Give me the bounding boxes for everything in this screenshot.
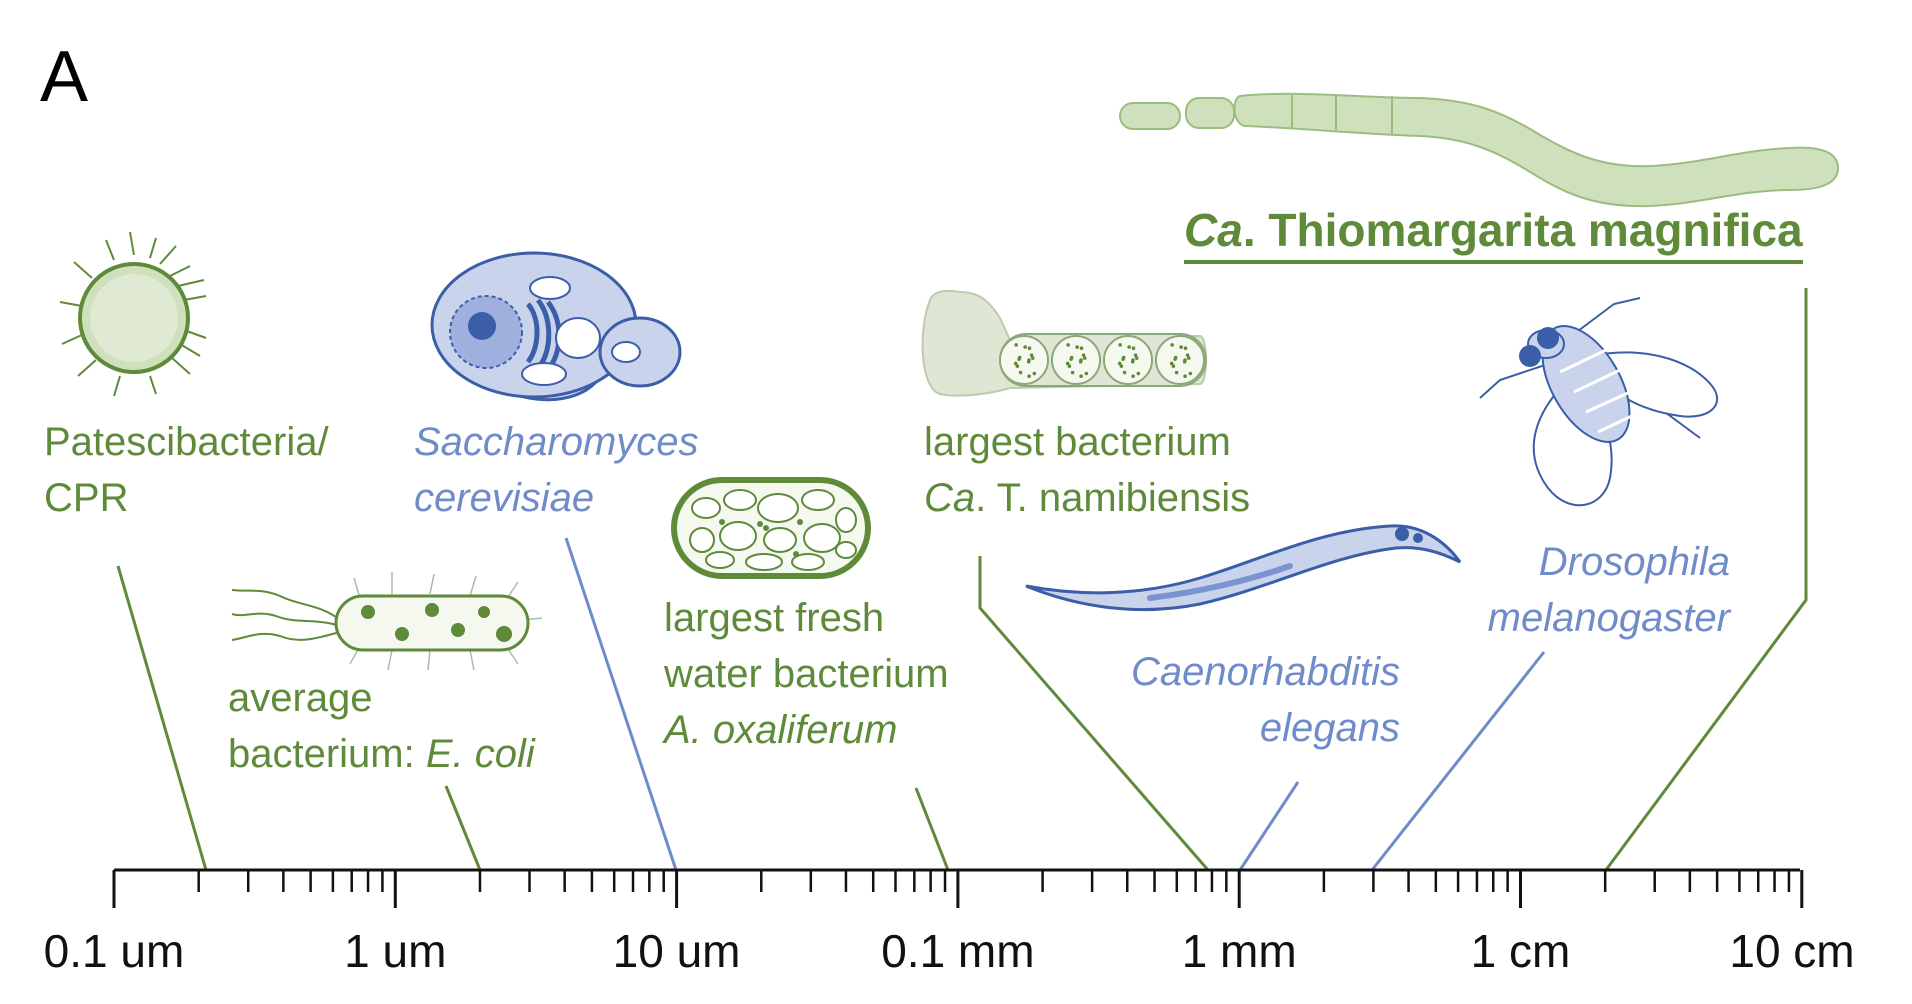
drosophila-pointer-line (1370, 651, 1546, 871)
sulfur-granule (1127, 345, 1131, 349)
sulfur-granule (1070, 370, 1075, 375)
sulfur-granule (1185, 353, 1190, 357)
sulfur-granule (1082, 356, 1087, 360)
sulfur-granule (1079, 346, 1084, 351)
sulfur-granule (1078, 359, 1083, 364)
scale-tick-label: 10 cm (1729, 925, 1855, 977)
magnifica-pointer-line (1604, 288, 1808, 871)
sulfur-granule (1170, 343, 1174, 347)
sulfur-granule (1029, 353, 1034, 357)
sulfur-granule (1117, 361, 1122, 366)
saccharomyces-illustration (430, 251, 682, 402)
sulfur-granule (1015, 364, 1020, 368)
size-scale-axis (112, 868, 1804, 908)
sulfur-granule (1179, 345, 1183, 349)
sulfur-granule (1017, 355, 1022, 360)
elegans-label: Caenorhabditis elegans (1130, 650, 1400, 750)
sulfur-granule (1122, 370, 1127, 375)
sulfur-granule (1131, 374, 1135, 379)
panel-label: A (40, 37, 89, 117)
scale-tick-label: 1 um (344, 925, 447, 977)
sulfur-granule (1018, 370, 1023, 375)
namibiensis-illustration (921, 290, 1207, 397)
sulfur-granule (1183, 374, 1187, 379)
sulfur-granule (1169, 361, 1174, 366)
sulfur-granule (1069, 355, 1074, 360)
sulfur-granule (1026, 359, 1031, 364)
sulfur-granule (1173, 355, 1178, 360)
scale-tick-label: 10 um (612, 925, 741, 977)
sulfur-granule (1186, 356, 1191, 360)
sulfur-granule (1121, 355, 1126, 360)
elegans-pointer-line (1238, 781, 1300, 871)
elegans-illustration (1025, 524, 1462, 612)
patescibacteria-label: Patescibacteria/ CPR (44, 420, 329, 520)
sulfur-granule (1174, 370, 1179, 375)
thiomargarita-magnifica-illustration (1119, 92, 1840, 208)
oxaliferum-illustration (671, 477, 871, 579)
scale-tick-label: 1 mm (1181, 925, 1297, 977)
scale-tick-label: 0.1 mm (881, 925, 1035, 977)
sulfur-granule (1081, 353, 1086, 357)
sulfur-granule (1013, 361, 1018, 366)
patescibacteria-pointer-line (116, 565, 208, 871)
sulfur-granule (1066, 343, 1070, 347)
oxaliferum-pointer-line (914, 787, 950, 871)
sulfur-granule (1183, 346, 1188, 351)
sulfur-granule (1188, 371, 1193, 376)
sulfur-granule (1182, 359, 1187, 364)
scale-tick-label: 1 cm (1470, 925, 1571, 977)
sulfur-granule (1065, 361, 1070, 366)
sulfur-granule (1032, 371, 1037, 376)
sulfur-granule (1084, 371, 1089, 376)
sulfur-granule (1075, 345, 1079, 349)
sulfur-granule (1023, 345, 1027, 349)
oxaliferum-label: largest fresh water bacterium A. oxalife… (664, 596, 949, 752)
drosophila-illustration (1479, 297, 1719, 507)
sulfur-granule (1118, 343, 1122, 347)
thiomargarita-magnifica-label: Ca. Thiomargarita magnifica (1184, 200, 1803, 264)
sulfur-granule (1119, 364, 1124, 368)
sulfur-granule (1134, 356, 1139, 360)
sulfur-granule (1136, 371, 1141, 376)
scale-tick-label: 0.1 um (43, 925, 185, 977)
sulfur-granule (1030, 356, 1035, 360)
sulfur-granule (1079, 374, 1083, 379)
ecoli-illustration (231, 572, 543, 671)
saccharomyces-pointer-line (564, 537, 678, 871)
sulfur-granule (1027, 346, 1032, 351)
namibiensis-pointer-line (978, 556, 1210, 871)
drosophila-label: Drosophila melanogaster (1487, 540, 1730, 640)
saccharomyces-label: Saccharomyces cerevisiae (414, 420, 699, 520)
sulfur-granule (1133, 353, 1138, 357)
sulfur-granule (1014, 343, 1018, 347)
sulfur-granule (1171, 364, 1176, 368)
sulfur-granule (1130, 359, 1135, 364)
patescibacteria-illustration (59, 231, 207, 397)
ecoli-pointer-line (444, 785, 482, 871)
sulfur-granule (1131, 346, 1136, 351)
sulfur-granule (1027, 374, 1031, 379)
ecoli-label: average bacterium: E. coli (228, 676, 535, 776)
namibiensis-label: largest bacterium Ca. T. namibiensis (924, 420, 1251, 520)
sulfur-granule (1067, 364, 1072, 368)
